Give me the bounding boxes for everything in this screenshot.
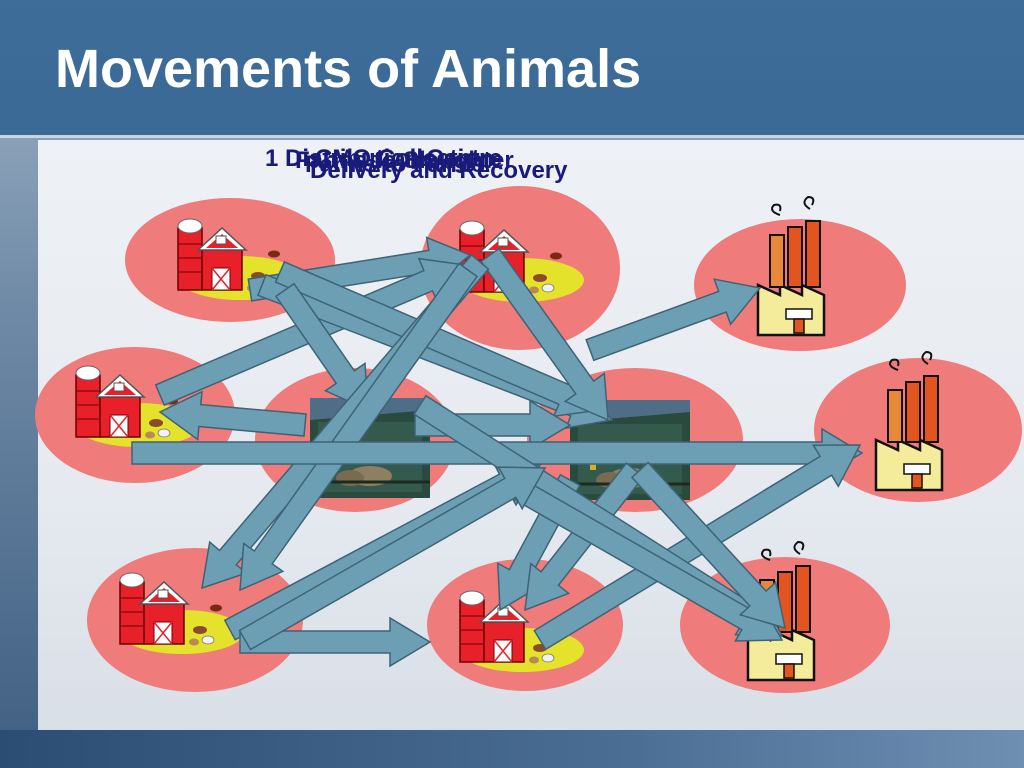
caption-stack: 1 Distribution Centre Farms to Slaughter… [265,145,785,195]
caption-layer-3: Farms to Farms [305,151,486,178]
movement-arrow [585,278,762,362]
movement-arrow [158,390,307,441]
caption-layer-1: 1 Distribution Centre [265,145,503,172]
caption-layer-4: CMO Collection [315,145,494,172]
caption-layer-5: Delivery and Recovery [310,157,568,184]
movement-arrow [480,247,609,422]
movement-arrows [131,236,864,668]
movement-arrow [630,461,786,630]
title-bar: Movements of Animals [0,0,1024,138]
footer-strip [0,730,1024,768]
caption-layer-2: Farms to Slaughter [295,147,514,174]
movement-arrow [238,466,547,651]
movement-arrow [239,262,479,592]
slide-title: Movements of Animals [55,39,642,99]
